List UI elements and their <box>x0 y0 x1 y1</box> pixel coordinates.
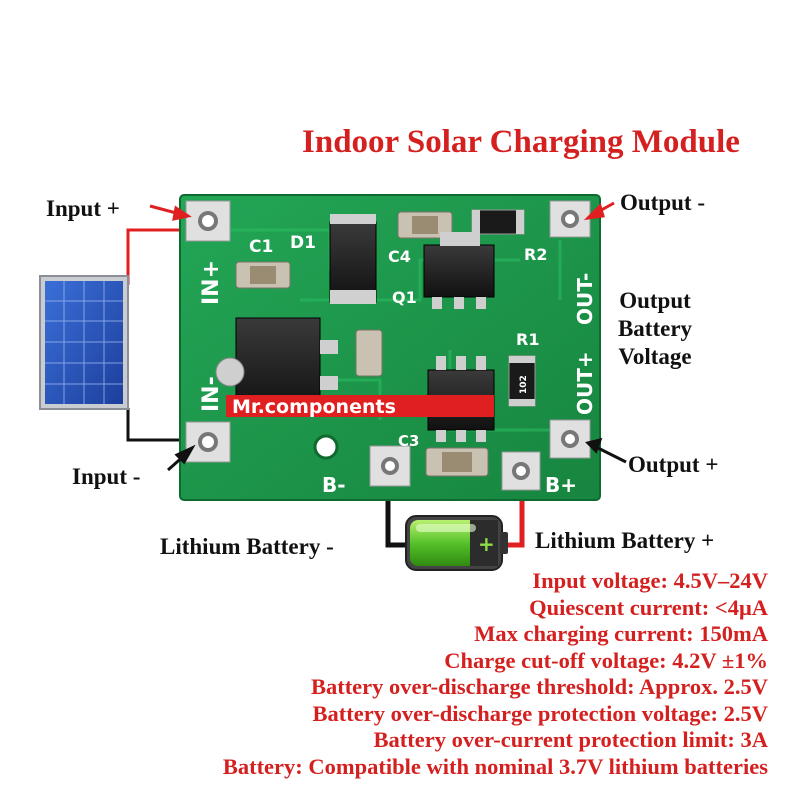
arrow-output-plus <box>595 445 627 464</box>
silk-b-minus: B- <box>322 473 346 497</box>
silk-resistor-code: 102 <box>519 375 529 394</box>
pad-output-plus <box>549 419 591 459</box>
wire-input-negative <box>126 408 196 442</box>
resistor-r1 <box>508 355 536 407</box>
silk-c4: C4 <box>388 247 411 266</box>
pcb-board: C1 D1 C4 Q1 R2 R1 C3 B- B+ IN+ IN- OUT- … <box>179 194 601 501</box>
silk-q1: Q1 <box>392 288 417 307</box>
spec-quiescent-current: Quiescent current: <4μA <box>529 594 768 620</box>
spec-battery-compatibility: Battery: Compatible with nominal 3.7V li… <box>222 753 768 779</box>
silk-out-minus: OUT- <box>573 273 597 325</box>
silk-in-minus: IN- <box>199 376 224 412</box>
mounting-hole <box>313 434 339 460</box>
pad-input-plus <box>185 200 231 242</box>
watermark-background <box>226 395 494 417</box>
svg-text:+: + <box>478 532 495 556</box>
capacitor-c4 <box>397 211 453 239</box>
label-input-plus: Input + <box>46 196 120 221</box>
silk-r1: R1 <box>516 330 539 349</box>
silk-b-plus: B+ <box>545 473 577 497</box>
watermark-logo: Mr.components <box>232 396 396 418</box>
spec-over-current-limit: Battery over-current protection limit: 3… <box>373 727 768 752</box>
label-output-minus: Output - <box>620 190 705 215</box>
capacitor-c1 <box>235 261 291 289</box>
transistor-q1 <box>423 232 495 309</box>
silk-r2: R2 <box>524 245 547 264</box>
pad-battery-minus <box>369 445 411 487</box>
label-output-battery-voltage: Output Battery Voltage <box>608 287 702 371</box>
capacitor-c3 <box>425 447 489 477</box>
pad-input-minus <box>185 421 231 463</box>
label-input-minus: Input - <box>72 464 141 489</box>
resistor-top <box>471 209 525 235</box>
silk-in-plus: IN+ <box>199 260 224 305</box>
diode-d1 <box>329 214 377 304</box>
arrows <box>149 201 615 221</box>
capacitor-small <box>355 329 383 377</box>
label-voltage-line: Voltage <box>618 344 692 369</box>
pad-output-minus <box>549 200 591 238</box>
battery-icon: + <box>405 515 508 571</box>
page-title: Indoor Solar Charging Module <box>302 124 740 160</box>
silk-out-plus: OUT+ <box>573 351 597 415</box>
spec-input-voltage: Input voltage: 4.5V–24V <box>532 568 768 593</box>
label-battery-plus: Lithium Battery + <box>535 528 715 553</box>
label-output-line: Output <box>619 288 691 313</box>
silk-c3: C3 <box>398 432 419 450</box>
spec-list: Input voltage: 4.5V–24V Quiescent curren… <box>223 568 768 780</box>
spec-over-discharge-protection: Battery over-discharge protection voltag… <box>312 700 768 726</box>
spec-charge-cutoff-voltage: Charge cut-off voltage: 4.2V ±1% <box>444 647 768 673</box>
pad-battery-plus <box>501 451 541 491</box>
label-battery-line: Battery <box>617 316 693 341</box>
silk-d1: D1 <box>290 233 316 253</box>
spec-over-discharge-threshold: Battery over-discharge threshold: Approx… <box>310 674 768 699</box>
spec-max-charging-current: Max charging current: 150mA <box>474 621 768 646</box>
silk-c1: C1 <box>249 237 273 257</box>
solar-panel <box>39 275 129 410</box>
label-output-plus: Output + <box>628 452 719 477</box>
label-battery-minus: Lithium Battery - <box>160 534 334 559</box>
